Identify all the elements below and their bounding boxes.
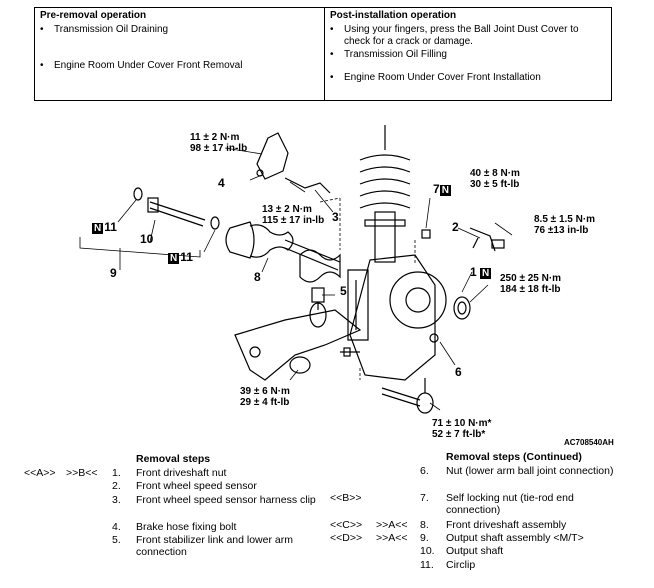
callout-4: 4 — [218, 176, 225, 190]
step-number: 3. — [112, 493, 121, 506]
step-text: Output shaft assembly <M/T> — [446, 532, 584, 544]
step-mark-installation: >>A<< — [376, 518, 408, 531]
self-locking-nut — [421, 229, 431, 239]
callout-6: 6 — [455, 365, 462, 379]
post-item: •Transmission Oil Filling — [330, 49, 447, 60]
step-text: Brake hose fixing bolt — [136, 520, 237, 533]
strut-spring — [359, 125, 411, 263]
post-installation-header: Post-installation operation — [330, 10, 457, 21]
step-number: 5. — [112, 534, 121, 546]
step-mark-removal: <<B>> — [330, 491, 362, 504]
removal-step: 2. Front wheel speed sensor — [0, 480, 654, 493]
step-text: Front driveshaft nut — [136, 467, 227, 479]
pre-item: •Transmission Oil Draining — [40, 24, 169, 35]
lower-arm-bolt — [340, 347, 360, 357]
callout-9: 9 — [110, 266, 117, 280]
step-mark-removal: <<D>> — [330, 532, 363, 544]
pre-removal-column: Pre-removal operation •Transmission Oil … — [35, 8, 325, 100]
step-number: 9. — [420, 532, 429, 544]
tie-rod-end — [381, 378, 434, 414]
callout-10: 10 — [140, 232, 154, 246]
step-number: 8. — [420, 518, 429, 531]
callout-5: 5 — [340, 284, 347, 298]
removal-step: <<C>> >>A<< 8. Front driveshaft assembly — [0, 519, 654, 532]
post-installation-column: Post-installation operation •Using your … — [325, 8, 611, 100]
step-number: 4. — [112, 520, 121, 533]
post-item: •Using your fingers, press the Ball Join… — [330, 24, 579, 47]
step-text: Front driveshaft assembly — [446, 518, 567, 531]
step-number: 2. — [112, 480, 121, 493]
figure-code: AC708540AH — [564, 438, 614, 447]
assembly-illustration — [79, 125, 513, 414]
callout-2: 2 — [452, 220, 459, 234]
stabilizer-link — [311, 287, 325, 310]
removal-step: 5. Front stabilizer link and lower arm co… — [0, 534, 654, 560]
step-text: Front stabilizer link and lower arm conn… — [136, 534, 293, 558]
step-number: 6. — [420, 465, 429, 477]
pre-removal-header: Pre-removal operation — [40, 10, 147, 21]
step-number: 1. — [112, 467, 121, 479]
knuckle — [347, 254, 447, 381]
removal-step: <<D>> >>A<< 9. Output shaft assembly <M/T> — [0, 532, 654, 545]
removal-step: 6. Nut (lower arm ball joint connection) — [0, 465, 654, 491]
step-text: Circlip — [446, 558, 476, 571]
output-shaft — [147, 197, 206, 227]
hub-nut — [453, 296, 471, 320]
driveshaft — [225, 221, 341, 283]
lower-arm — [234, 302, 362, 381]
step-mark-installation: >>B<< — [66, 467, 98, 479]
step-text: Nut (lower arm ball joint connection) — [446, 465, 614, 477]
removal-steps-continued-title: Removal steps (Continued) — [446, 451, 582, 463]
step-text: Front wheel speed sensor — [136, 480, 257, 493]
callout-8: 8 — [254, 270, 261, 284]
leader-lines — [79, 147, 513, 411]
removal-step: <<B>> 7. Self locking nut (tie-rod end con… — [0, 492, 654, 518]
removal-step: <<A>> >>B<< 1. Front driveshaft nut — [0, 467, 654, 480]
removal-steps-title: Removal steps — [136, 453, 211, 465]
step-mark-removal: <<C>> — [330, 518, 363, 531]
step-text: Output shaft — [446, 545, 504, 558]
post-item: •Engine Room Under Cover Front Installat… — [330, 72, 541, 83]
removal-step: 3. Front wheel speed sensor harness clip — [0, 494, 654, 520]
removal-step: 11. Circlip — [0, 559, 654, 572]
step-mark-installation: >>A<< — [376, 532, 408, 544]
operations-table: Pre-removal operation •Transmission Oil … — [34, 7, 612, 101]
torque-label-ball-joint: 71 ± 10 N·m*52 ± 7 ft-lb* — [432, 418, 492, 440]
step-number: 10. — [420, 545, 435, 558]
pre-item: •Engine Room Under Cover Front Removal — [40, 60, 243, 71]
step-number: 11. — [420, 558, 434, 571]
removal-step: 4. Brake hose fixing bolt — [0, 521, 654, 534]
step-text: Front wheel speed sensor harness clip — [136, 493, 316, 506]
step-mark-removal: <<A>> — [24, 467, 56, 479]
step-number: 7. — [420, 491, 429, 504]
speed-sensor — [469, 227, 505, 252]
callout-3: 3 — [332, 210, 339, 224]
removal-step: 10. Output shaft — [0, 545, 654, 558]
callout-1: 1 N — [470, 265, 492, 279]
step-text: Self locking nut (tie-rod end connection… — [446, 491, 574, 516]
circlips — [133, 187, 220, 230]
ball-joint-nut — [429, 333, 439, 343]
